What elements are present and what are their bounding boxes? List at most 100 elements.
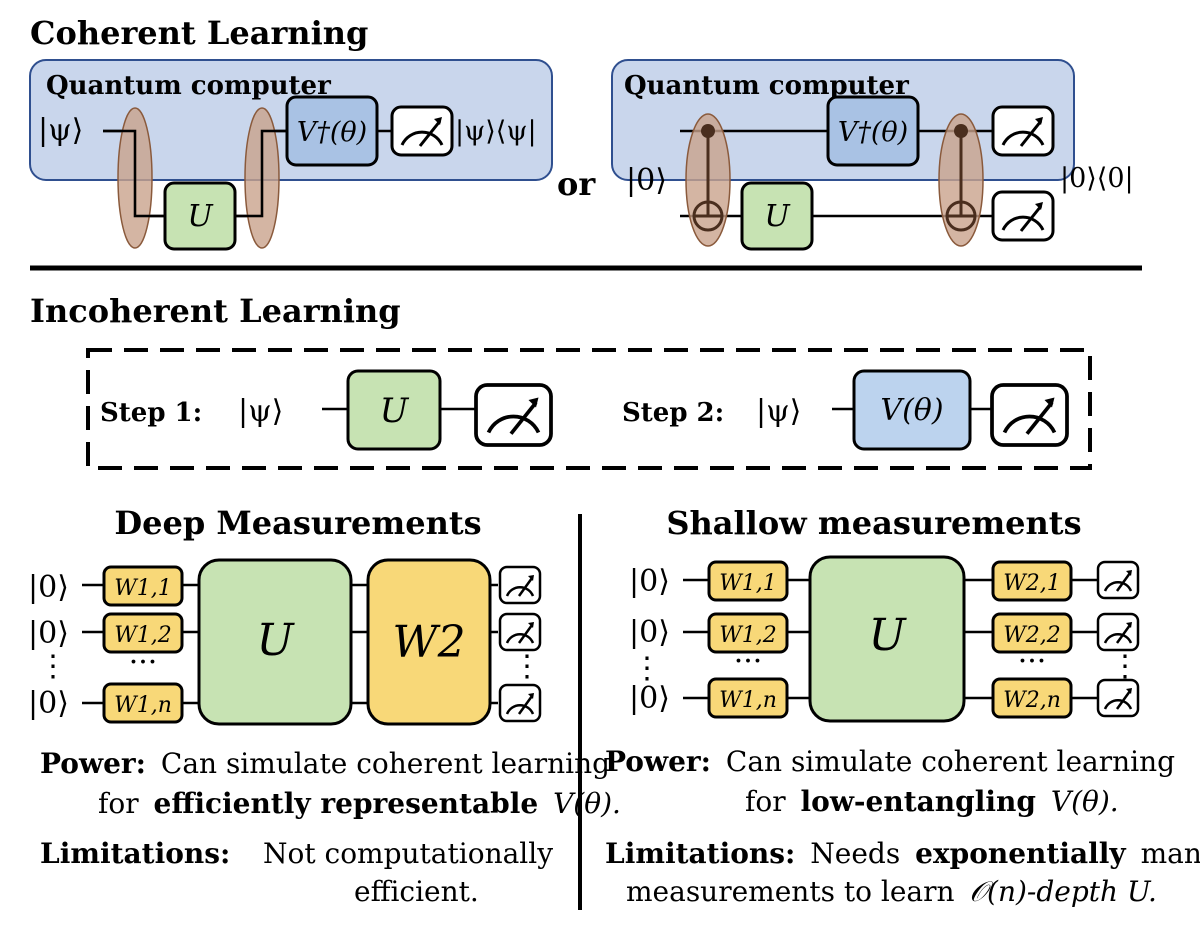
- measurement-icon: [991, 105, 1055, 157]
- power-text-bold: efficiently representable: [154, 787, 539, 820]
- coherent-right-circuit: Quantum computer |0⟩ U V†(θ) |0⟩⟨: [611, 59, 1134, 251]
- u-gate-label: U: [380, 391, 410, 431]
- deep-limit-label: Limitations:: [40, 837, 230, 870]
- w2-gate-label: W2,1: [1003, 571, 1061, 596]
- shallow-power-line1: Power: Can simulate coherent learning: [605, 745, 1175, 778]
- measurement-icon: [498, 565, 542, 605]
- coherent-title: Coherent Learning: [30, 14, 368, 52]
- cnot-gate: [692, 124, 724, 232]
- ket: |0⟩: [28, 686, 69, 721]
- v-dagger-gate-label: V†(θ): [297, 117, 367, 148]
- limit-text-post: many: [1141, 837, 1200, 870]
- ellipsis: ···: [1018, 644, 1047, 679]
- quantum-computer-label: Quantum computer: [46, 71, 331, 101]
- w1-gate: [707, 677, 789, 719]
- vdots: ⋮: [512, 649, 542, 684]
- power-text-bold: low-entangling: [801, 785, 1036, 818]
- wire: [235, 129, 287, 218]
- shallow-circuit: |0⟩ |0⟩ ⋮ |0⟩ W1,1 W1,2 ··· W1,n U W2,1 …: [629, 555, 1140, 723]
- w2-gate-label: W2,2: [1003, 623, 1061, 648]
- deep-limit-text2: efficient.: [354, 875, 479, 908]
- input-ket: |ψ⟩: [38, 113, 83, 148]
- or-label: or: [557, 165, 596, 203]
- ket: |0⟩: [28, 616, 69, 651]
- deep-power-line2: for efficiently representable V(θ).: [98, 787, 621, 820]
- u-gate: [197, 558, 353, 726]
- v-gate-label: V(θ): [880, 393, 943, 428]
- step2-ket: |ψ⟩: [756, 394, 801, 429]
- cnot-gate: [945, 124, 977, 232]
- step1-ket: |ψ⟩: [238, 394, 283, 429]
- limit-label: Limitations:: [605, 837, 795, 870]
- w2-gate: [991, 612, 1073, 654]
- vdots: ⋮: [1110, 649, 1140, 684]
- u-gate-label: U: [868, 610, 907, 661]
- u-gate: [740, 181, 814, 251]
- ellipsis: ···: [734, 644, 763, 679]
- measurement-icon: [390, 105, 454, 157]
- power-text-pre: for: [745, 785, 786, 818]
- w1-gate-label: W1,n: [114, 693, 172, 718]
- u-gate-label: U: [256, 615, 295, 666]
- v-dagger-gate: [285, 95, 379, 167]
- limit-text-bold: exponentially: [915, 837, 1126, 870]
- coherent-left-circuit: Quantum computer |ψ⟩ U V†(θ) |ψ⟩⟨ψ|: [29, 59, 553, 251]
- step2-label: Step 2:: [622, 398, 724, 428]
- w1-gate: [707, 560, 789, 602]
- measurement-icon: [1096, 612, 1140, 652]
- power-label: Power:: [605, 745, 711, 778]
- measurement-icon: [498, 612, 542, 652]
- ket: |0⟩: [629, 681, 670, 716]
- w1-gate: [102, 682, 184, 724]
- ket: |0⟩: [629, 564, 670, 599]
- limit-text2-pre: measurements to learn: [626, 875, 955, 908]
- vdots: ⋮: [38, 649, 68, 684]
- deep-power-line1: Power: Can simulate coherent learning: [40, 747, 610, 780]
- v-dagger-gate-label: V†(θ): [838, 117, 908, 148]
- w2-gate: [991, 560, 1073, 602]
- projector-label: |0⟩⟨0|: [1060, 163, 1134, 194]
- w1-gate: [102, 612, 184, 654]
- step1-circuit: Step 1: |ψ⟩ U: [100, 369, 553, 451]
- v-dagger-gate: [826, 95, 920, 167]
- shallow-power-line2: for low-entangling V(θ).: [745, 785, 1119, 818]
- ellipsis: ···: [129, 645, 158, 680]
- u-gate: [163, 181, 237, 251]
- projector-label: |ψ⟩⟨ψ|: [455, 116, 537, 147]
- w1-gate-label: W1,2: [114, 623, 172, 648]
- step1-label: Step 1:: [100, 398, 202, 428]
- deep-circuit: |0⟩ |0⟩ ⋮ |0⟩ W1,1 W1,2 ··· W1,n U W2 ⋮: [28, 558, 542, 726]
- shallow-limit-line1: Limitations: Needs exponentially many: [605, 837, 1200, 870]
- measurement-icon: [474, 383, 553, 447]
- shallow-title: Shallow measurements: [666, 504, 1081, 542]
- w1-gate: [707, 612, 789, 654]
- u-gate: [808, 555, 966, 723]
- deep-limit-text1: Not computationally: [263, 837, 553, 870]
- measurement-icon: [498, 683, 542, 723]
- limit-text2-math: 𝒪(n)-depth U.: [969, 875, 1157, 908]
- power-text-pre: for: [98, 787, 139, 820]
- input-ket: |0⟩: [626, 163, 667, 198]
- incoherent-title: Incoherent Learning: [30, 292, 401, 330]
- wire: [103, 129, 165, 218]
- deep-title: Deep Measurements: [114, 504, 481, 542]
- measurement-icon: [991, 190, 1055, 242]
- ket: |0⟩: [629, 615, 670, 650]
- power-text-post: V(θ).: [553, 787, 621, 820]
- incoherent-dashed-box: [86, 348, 1092, 470]
- power-text-post: V(θ).: [1051, 785, 1119, 818]
- power-text: Can simulate coherent learning: [726, 745, 1175, 778]
- w2-gate-label: W2,n: [1003, 688, 1061, 713]
- u-gate-label: U: [187, 199, 214, 234]
- measurement-icon: [1096, 560, 1140, 600]
- vdots: ⋮: [632, 651, 662, 686]
- power-label: Power:: [40, 747, 146, 780]
- w1-gate: [102, 565, 184, 607]
- w1-gate-label: W1,n: [719, 688, 777, 713]
- limit-text-pre: Needs: [810, 837, 900, 870]
- ket: |0⟩: [28, 570, 69, 605]
- w1-gate-label: W1,1: [114, 576, 172, 601]
- w2-gate: [366, 558, 492, 726]
- measurement-icon: [1096, 678, 1140, 718]
